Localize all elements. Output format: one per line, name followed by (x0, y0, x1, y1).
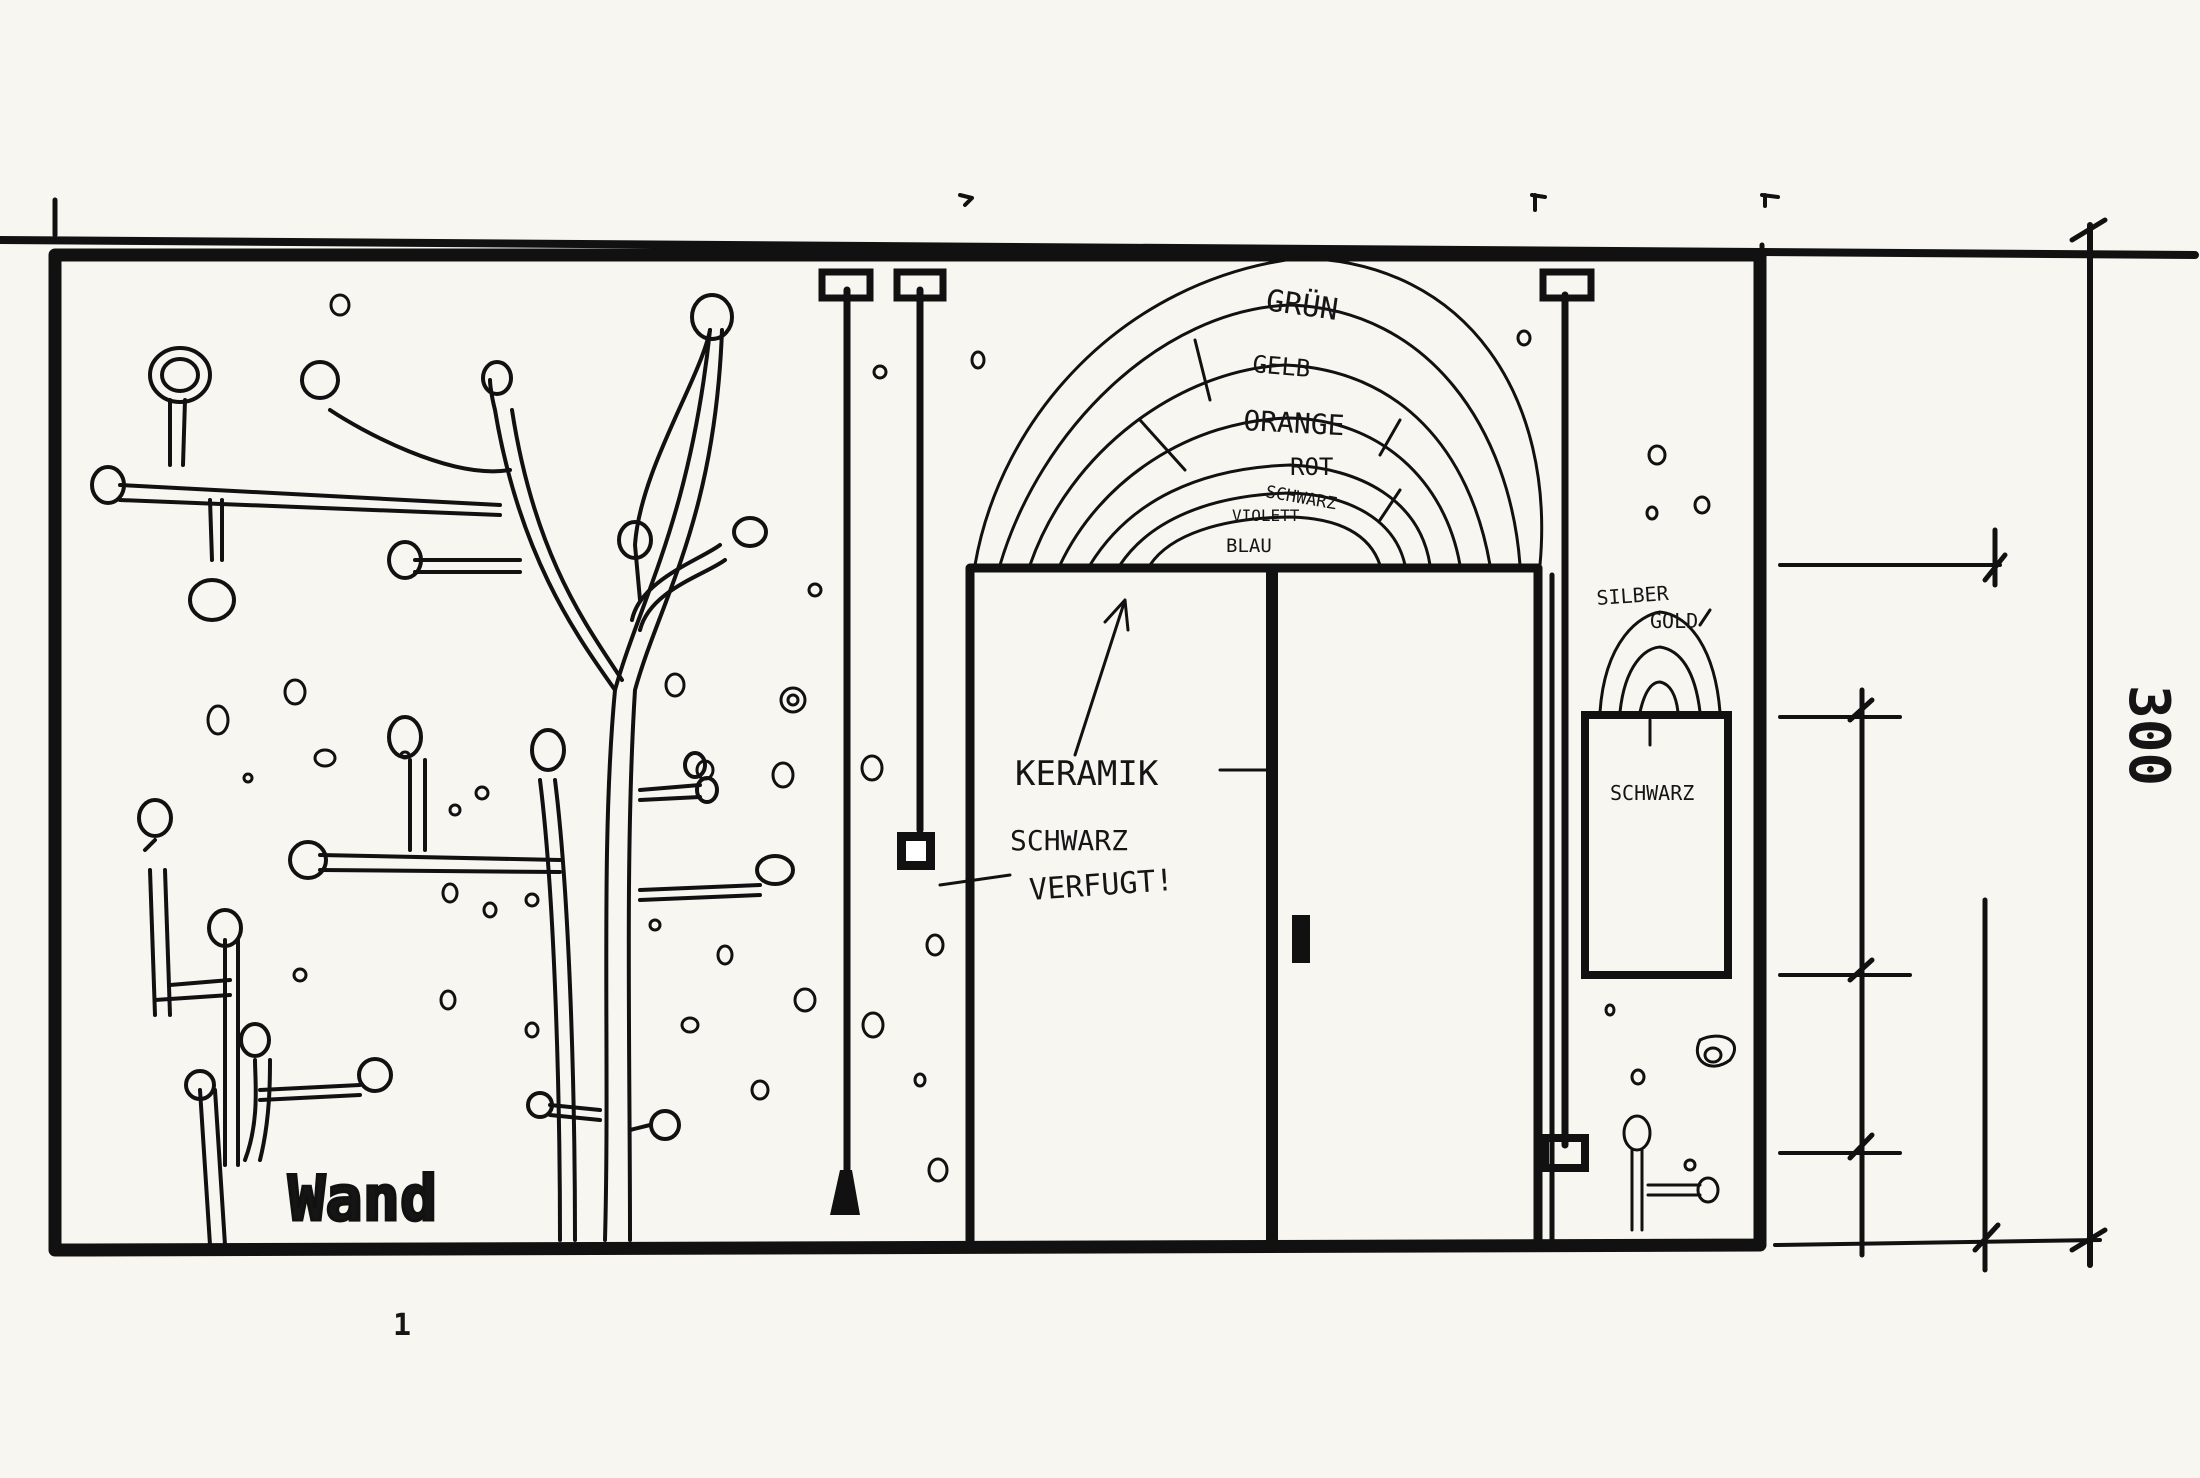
wall-dots (206, 293, 1711, 1183)
annotation-arrow (1073, 598, 1130, 757)
small-tree-right (1622, 1034, 1737, 1232)
door-frame (965, 563, 1543, 1250)
arch-label-blau: BLAU (1226, 535, 1272, 557)
door-handle (1292, 915, 1310, 963)
note-leader-2 (938, 873, 1012, 887)
tree-mural (90, 293, 795, 1247)
niche-label-schwarz: SCHWARZ (1610, 781, 1694, 805)
ceramic-arch (973, 256, 1544, 567)
wall-label: Wand (288, 1162, 437, 1235)
arch-label-gruen: GRÜN (1264, 282, 1341, 328)
pipe-right (1539, 268, 1595, 1172)
door-note-line3: VERFUGT! (1028, 863, 1175, 908)
door-note-line1: KERAMIK (1015, 754, 1159, 794)
niche-label-gold: GOLD (1650, 609, 1698, 633)
dimension-lines (1759, 217, 2108, 1273)
door-note-line2: SCHWARZ (1010, 824, 1128, 857)
pipes-left (818, 268, 947, 1215)
ceiling-line (0, 236, 2199, 259)
niche-arcs (1598, 608, 1722, 747)
page-mark: 1 (393, 1308, 411, 1343)
dimension-label: 300 (2116, 685, 2181, 786)
wall-niche (1581, 711, 1732, 979)
arch-label-orange: ORANGE (1243, 404, 1346, 442)
arch-label-gelb: GELB (1251, 350, 1311, 383)
wall-outline (48, 248, 1767, 1257)
top-marks (958, 193, 1780, 212)
arch-label-rot: ROT (1290, 453, 1333, 481)
niche-label-silber: SILBER (1596, 581, 1671, 610)
arch-label-violett: VIOLETT (1232, 506, 1300, 525)
